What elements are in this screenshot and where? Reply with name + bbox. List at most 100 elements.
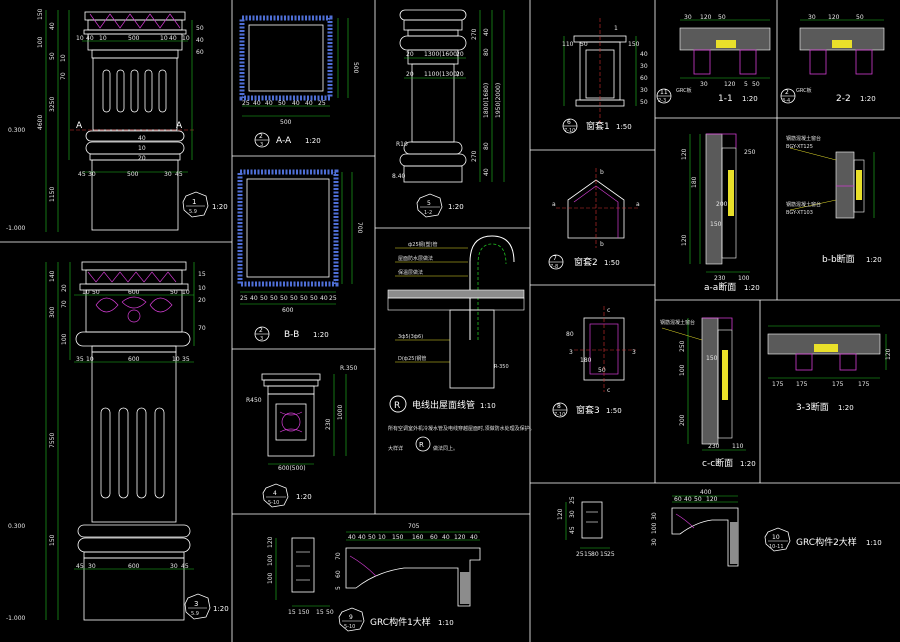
col3-elevation-top: 0.300 bbox=[8, 523, 25, 530]
cap4-num: 4 bbox=[273, 490, 277, 497]
w8-num: 8 bbox=[557, 403, 561, 410]
r-paragraph: 做法同上。 bbox=[433, 445, 458, 452]
g9-dim: 15 bbox=[288, 609, 296, 616]
w6-dim: 30 bbox=[640, 63, 648, 70]
r-note: 3ф5(3ф6) bbox=[398, 334, 423, 340]
s11-label: 1-1 bbox=[718, 94, 733, 104]
s11-text: GRC板 bbox=[676, 87, 692, 94]
col1-dim-top: 10 bbox=[182, 35, 190, 42]
sa-scale: 1:20 bbox=[744, 284, 760, 292]
s33-dim: 120 bbox=[885, 348, 892, 360]
w6-dim: 150 bbox=[628, 41, 640, 48]
col3-dim-right: 10 bbox=[198, 285, 206, 292]
secB-dim: 50 bbox=[310, 295, 318, 302]
section-a-a-lower: 120 180 120 200 150 230 100 250 a-a断面 1:… bbox=[681, 133, 760, 293]
col3-dim-base: 30 bbox=[170, 563, 178, 570]
column-3-elevation: 140 20 70 300 100 7550 150 10 50 600 50 … bbox=[6, 261, 229, 622]
col3-dim-left: 100 bbox=[61, 333, 68, 345]
grc-component-9: 705 40 40 50 10 150 160 60 40 120 40 120… bbox=[267, 523, 481, 632]
w6-sub: 7-10 bbox=[564, 128, 575, 134]
r-note: D(ф25)钢管 bbox=[398, 355, 426, 362]
s22-dim: 30 bbox=[808, 14, 816, 21]
col3-dim-mid: 600 bbox=[128, 356, 140, 363]
col3-title-num: 3 bbox=[194, 600, 198, 608]
col1-elevation-bottom: -1.000 bbox=[6, 225, 26, 232]
g9-dim: 150 bbox=[392, 534, 404, 541]
g9-num: 9 bbox=[349, 614, 353, 621]
col3-dim-right: 15 bbox=[198, 271, 206, 278]
s33-scale: 1:20 bbox=[838, 404, 854, 412]
secB-dim: 25 bbox=[329, 295, 337, 302]
window-surround-8: c c 3 3 80 180 50 8 7-10 窗套3 1:50 bbox=[552, 306, 636, 418]
d5-sub: 1-2 bbox=[424, 210, 432, 216]
d5-dim: 40 bbox=[483, 168, 490, 176]
section-3-3: 175 175 175 175 120 3-3断面 1:20 bbox=[767, 325, 892, 413]
col1-dim-top: 10 bbox=[99, 35, 107, 42]
sb-scale: 1:20 bbox=[866, 256, 882, 264]
w8-sub: 7-10 bbox=[554, 412, 565, 418]
w8-scale: 1:50 bbox=[606, 407, 622, 415]
cap4-label: R450 bbox=[246, 397, 262, 404]
s22-sub: 3-4 bbox=[782, 98, 790, 104]
col3-scale: 1:20 bbox=[213, 605, 229, 613]
section-b-b-lower: 钢筋混凝土窗台 BGY-XT125 钢筋混凝土窗台 BGY-XT103 b-b断… bbox=[786, 135, 882, 265]
d5-dim: 270 bbox=[471, 150, 478, 162]
g10-dim: 50 bbox=[694, 496, 702, 503]
r-note: R-350 bbox=[494, 364, 509, 370]
col3-dim-left: 300 bbox=[49, 306, 56, 318]
col1-dim-left: 150 bbox=[37, 8, 44, 20]
s22-num: 2 bbox=[785, 89, 789, 96]
d5-badge bbox=[416, 193, 443, 218]
col3-dim-base: 600 bbox=[128, 563, 140, 570]
w7-label: b bbox=[600, 241, 604, 248]
sc-dim: 100 bbox=[679, 364, 686, 376]
col1-dim-base: 500 bbox=[127, 171, 139, 178]
sc-label: c-c断面 bbox=[702, 457, 733, 469]
g10-scale: 1:10 bbox=[866, 539, 882, 547]
detail-5-column: 40 80 270 80 40 1800(1680) 1950(2000) 27… bbox=[392, 9, 505, 218]
g9-dim: 50 bbox=[368, 534, 376, 541]
w6-dim: 40 bbox=[640, 51, 648, 58]
sa-dim: 120 bbox=[681, 148, 688, 160]
s33-dim: 175 bbox=[772, 381, 784, 388]
secA-dim: 25 bbox=[318, 100, 326, 107]
g10-dim: 100 bbox=[651, 522, 658, 534]
d5-dim: 1100(1300) bbox=[424, 71, 459, 78]
secA-dim: 40 bbox=[305, 100, 313, 107]
col1-dim-left: 10 bbox=[60, 54, 67, 62]
col1-dim-top: 500 bbox=[128, 35, 140, 42]
w6-dim: 30 bbox=[640, 87, 648, 94]
col3-dim-top: 50 bbox=[170, 289, 178, 296]
sa-dim: 230 bbox=[714, 275, 726, 282]
g9-dim: 100 bbox=[267, 572, 274, 584]
d5-dim: 20 bbox=[406, 71, 414, 78]
col1-dim-right: 10 bbox=[138, 145, 146, 152]
w8-title: 窗套3 bbox=[576, 404, 600, 416]
g10-dim: 30 bbox=[569, 510, 576, 518]
col3-dim-base: 30 bbox=[88, 563, 96, 570]
w8-label: c bbox=[607, 307, 610, 314]
g9-dim: 40 bbox=[442, 534, 450, 541]
g10-dim: 120 bbox=[557, 508, 564, 520]
secA-num: 2 bbox=[259, 133, 263, 140]
col1-title-num: 1 bbox=[192, 198, 196, 206]
g10-dim: 30 bbox=[651, 538, 658, 546]
s11-num: 11 bbox=[660, 89, 668, 96]
cap4-label: R.350 bbox=[340, 365, 357, 372]
secA-sub: 3 bbox=[260, 142, 263, 148]
w6-scale: 1:50 bbox=[616, 123, 632, 131]
col1-dim-left: 1150 bbox=[49, 187, 56, 202]
w8-label: c bbox=[607, 387, 610, 394]
g10-dim: 40 bbox=[684, 496, 692, 503]
d5-dim: 1300(1600) bbox=[424, 51, 459, 58]
col1-dim-right: 60 bbox=[196, 49, 204, 56]
d5-dim: 80 bbox=[483, 48, 490, 56]
r-ref-letter: R bbox=[419, 441, 424, 449]
g10-sub: 10-11 bbox=[769, 544, 784, 550]
r-paragraph: 大样详 bbox=[388, 445, 403, 452]
s33-dim: 175 bbox=[832, 381, 844, 388]
col3-dim-right: 70 bbox=[198, 325, 206, 332]
r-scale: 1:10 bbox=[480, 402, 496, 410]
col3-dim-mid: 35 bbox=[76, 356, 84, 363]
s22-label: 2-2 bbox=[836, 94, 851, 104]
